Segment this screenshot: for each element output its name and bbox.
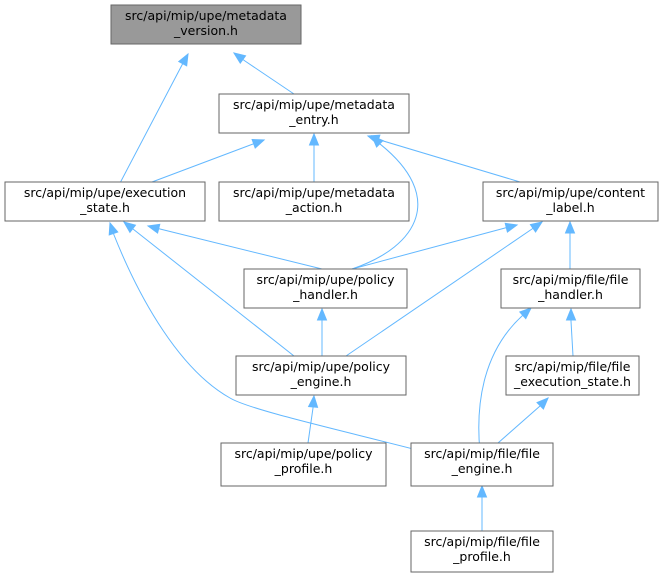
node-box [500,268,641,309]
arrowhead [529,221,544,233]
edges-layer [108,52,577,531]
node-policy-engine[interactable]: src/api/mip/upe/policy_engine.h [235,355,407,396]
edge-execution-state-to-metadata-version [108,52,189,205]
node-box [4,181,206,222]
edge-file-engine-to-file-execution-state [497,397,549,444]
node-box [482,181,659,222]
node-label-line2: _version.h [173,23,238,38]
edge-line [351,224,518,270]
node-file-execution-state[interactable]: src/api/mip/file/file_execution_state.h [505,355,640,396]
node-label-line2: _execution_state.h [513,374,631,389]
edge-file-handler-to-content-label [564,220,576,269]
node-box [218,93,410,134]
edge-file-engine-to-file-handler [478,307,532,453]
node-label-line1: src/api/mip/upe/policy [256,272,395,287]
node-label-line1: src/api/mip/upe/metadata [125,8,287,23]
node-label-line2: _handler.h [537,287,603,302]
edge-file-engine-to-execution-state [108,221,426,453]
edge-content-label-to-metadata-entry [366,134,521,183]
arrowhead [371,135,384,148]
edge-policy-handler-to-metadata-entry [351,135,419,270]
arrowhead [565,307,577,321]
edge-file-profile-to-file-engine [476,484,488,531]
node-box [220,442,387,487]
node-label-line2: _profile.h [274,461,333,476]
node-label-line1: src/api/mip/upe/execution [24,185,186,200]
node-content-label[interactable]: src/api/mip/upe/content_label.h [482,181,659,222]
node-label-line1: src/api/mip/upe/policy [234,446,373,461]
arrowhead [476,484,488,498]
node-label-line2: _entry.h [288,112,338,127]
node-label-line2: _handler.h [292,287,358,302]
arrowhead [251,139,266,149]
node-label-line2: _action.h [285,200,343,215]
arrowhead [307,394,319,408]
arrowhead [504,222,519,233]
node-label-line2: _engine.h [451,461,513,476]
node-label-line2: _profile.h [452,549,511,564]
node-file-profile[interactable]: src/api/mip/file/file_profile.h [410,530,554,573]
edge-metadata-entry-to-metadata-version [232,52,295,95]
arrowhead [518,307,532,320]
arrowhead [564,220,576,234]
edge-policy-profile-to-policy-engine [307,394,319,444]
edge-file-execution-state-to-file-handler [565,307,577,357]
edge-line [478,307,532,453]
edge-policy-handler-to-execution-state [146,223,323,270]
node-metadata-version[interactable]: src/api/mip/upe/metadata_version.h [110,4,302,45]
node-label-line1: src/api/mip/upe/metadata [233,97,395,112]
arrowhead [308,132,320,146]
node-label-line2: _label.h [545,200,594,215]
edge-execution-state-to-metadata-entry [151,139,266,183]
edge-line [151,139,265,183]
edge-metadata-action-to-metadata-entry [308,132,320,182]
edge-policy-engine-to-content-label [345,221,544,357]
node-box [410,530,554,573]
node-box [110,4,302,45]
node-label-line1: src/api/mip/upe/policy [252,359,391,374]
arrowhead [316,307,328,321]
node-policy-handler[interactable]: src/api/mip/upe/policy_handler.h [243,268,408,309]
node-policy-profile[interactable]: src/api/mip/upe/policy_profile.h [220,442,387,487]
node-box [235,355,407,396]
node-metadata-entry[interactable]: src/api/mip/upe/metadata_entry.h [218,93,410,134]
node-file-handler[interactable]: src/api/mip/file/file_handler.h [500,268,641,309]
node-metadata-action[interactable]: src/api/mip/upe/metadata_action.h [218,181,410,222]
edge-line [109,222,426,453]
node-box [505,355,640,396]
node-box [243,268,408,309]
node-label-line1: src/api/mip/file/file [424,534,540,549]
node-box [410,442,554,487]
edge-policy-engine-to-execution-state [122,221,295,357]
arrowhead [146,223,161,234]
edge-policy-engine-to-policy-handler [316,307,328,356]
node-execution-state[interactable]: src/api/mip/upe/execution_state.h [4,181,206,222]
node-label-line2: _engine.h [290,374,352,389]
arrowhead [108,221,119,236]
arrowhead [122,221,137,234]
edge-line [147,225,323,270]
edge-line [367,135,521,183]
edge-policy-handler-to-content-label [351,222,519,270]
arrowhead [177,52,189,67]
node-label-line1: src/api/mip/file/file [424,446,540,461]
arrowhead [536,397,549,410]
node-file-engine[interactable]: src/api/mip/file/file_engine.h [410,442,554,487]
node-label-line1: src/api/mip/file/file [513,272,629,287]
node-label-line2: _state.h [79,200,130,215]
node-label-line1: src/api/mip/file/file [515,359,631,374]
node-label-line1: src/api/mip/upe/metadata [233,185,395,200]
node-box [218,181,410,222]
nodes-layer: src/api/mip/upe/metadata_version.hsrc/ap… [4,4,659,573]
edge-line [351,135,419,270]
node-label-line1: src/api/mip/upe/content [496,185,645,200]
arrowhead [232,52,247,65]
